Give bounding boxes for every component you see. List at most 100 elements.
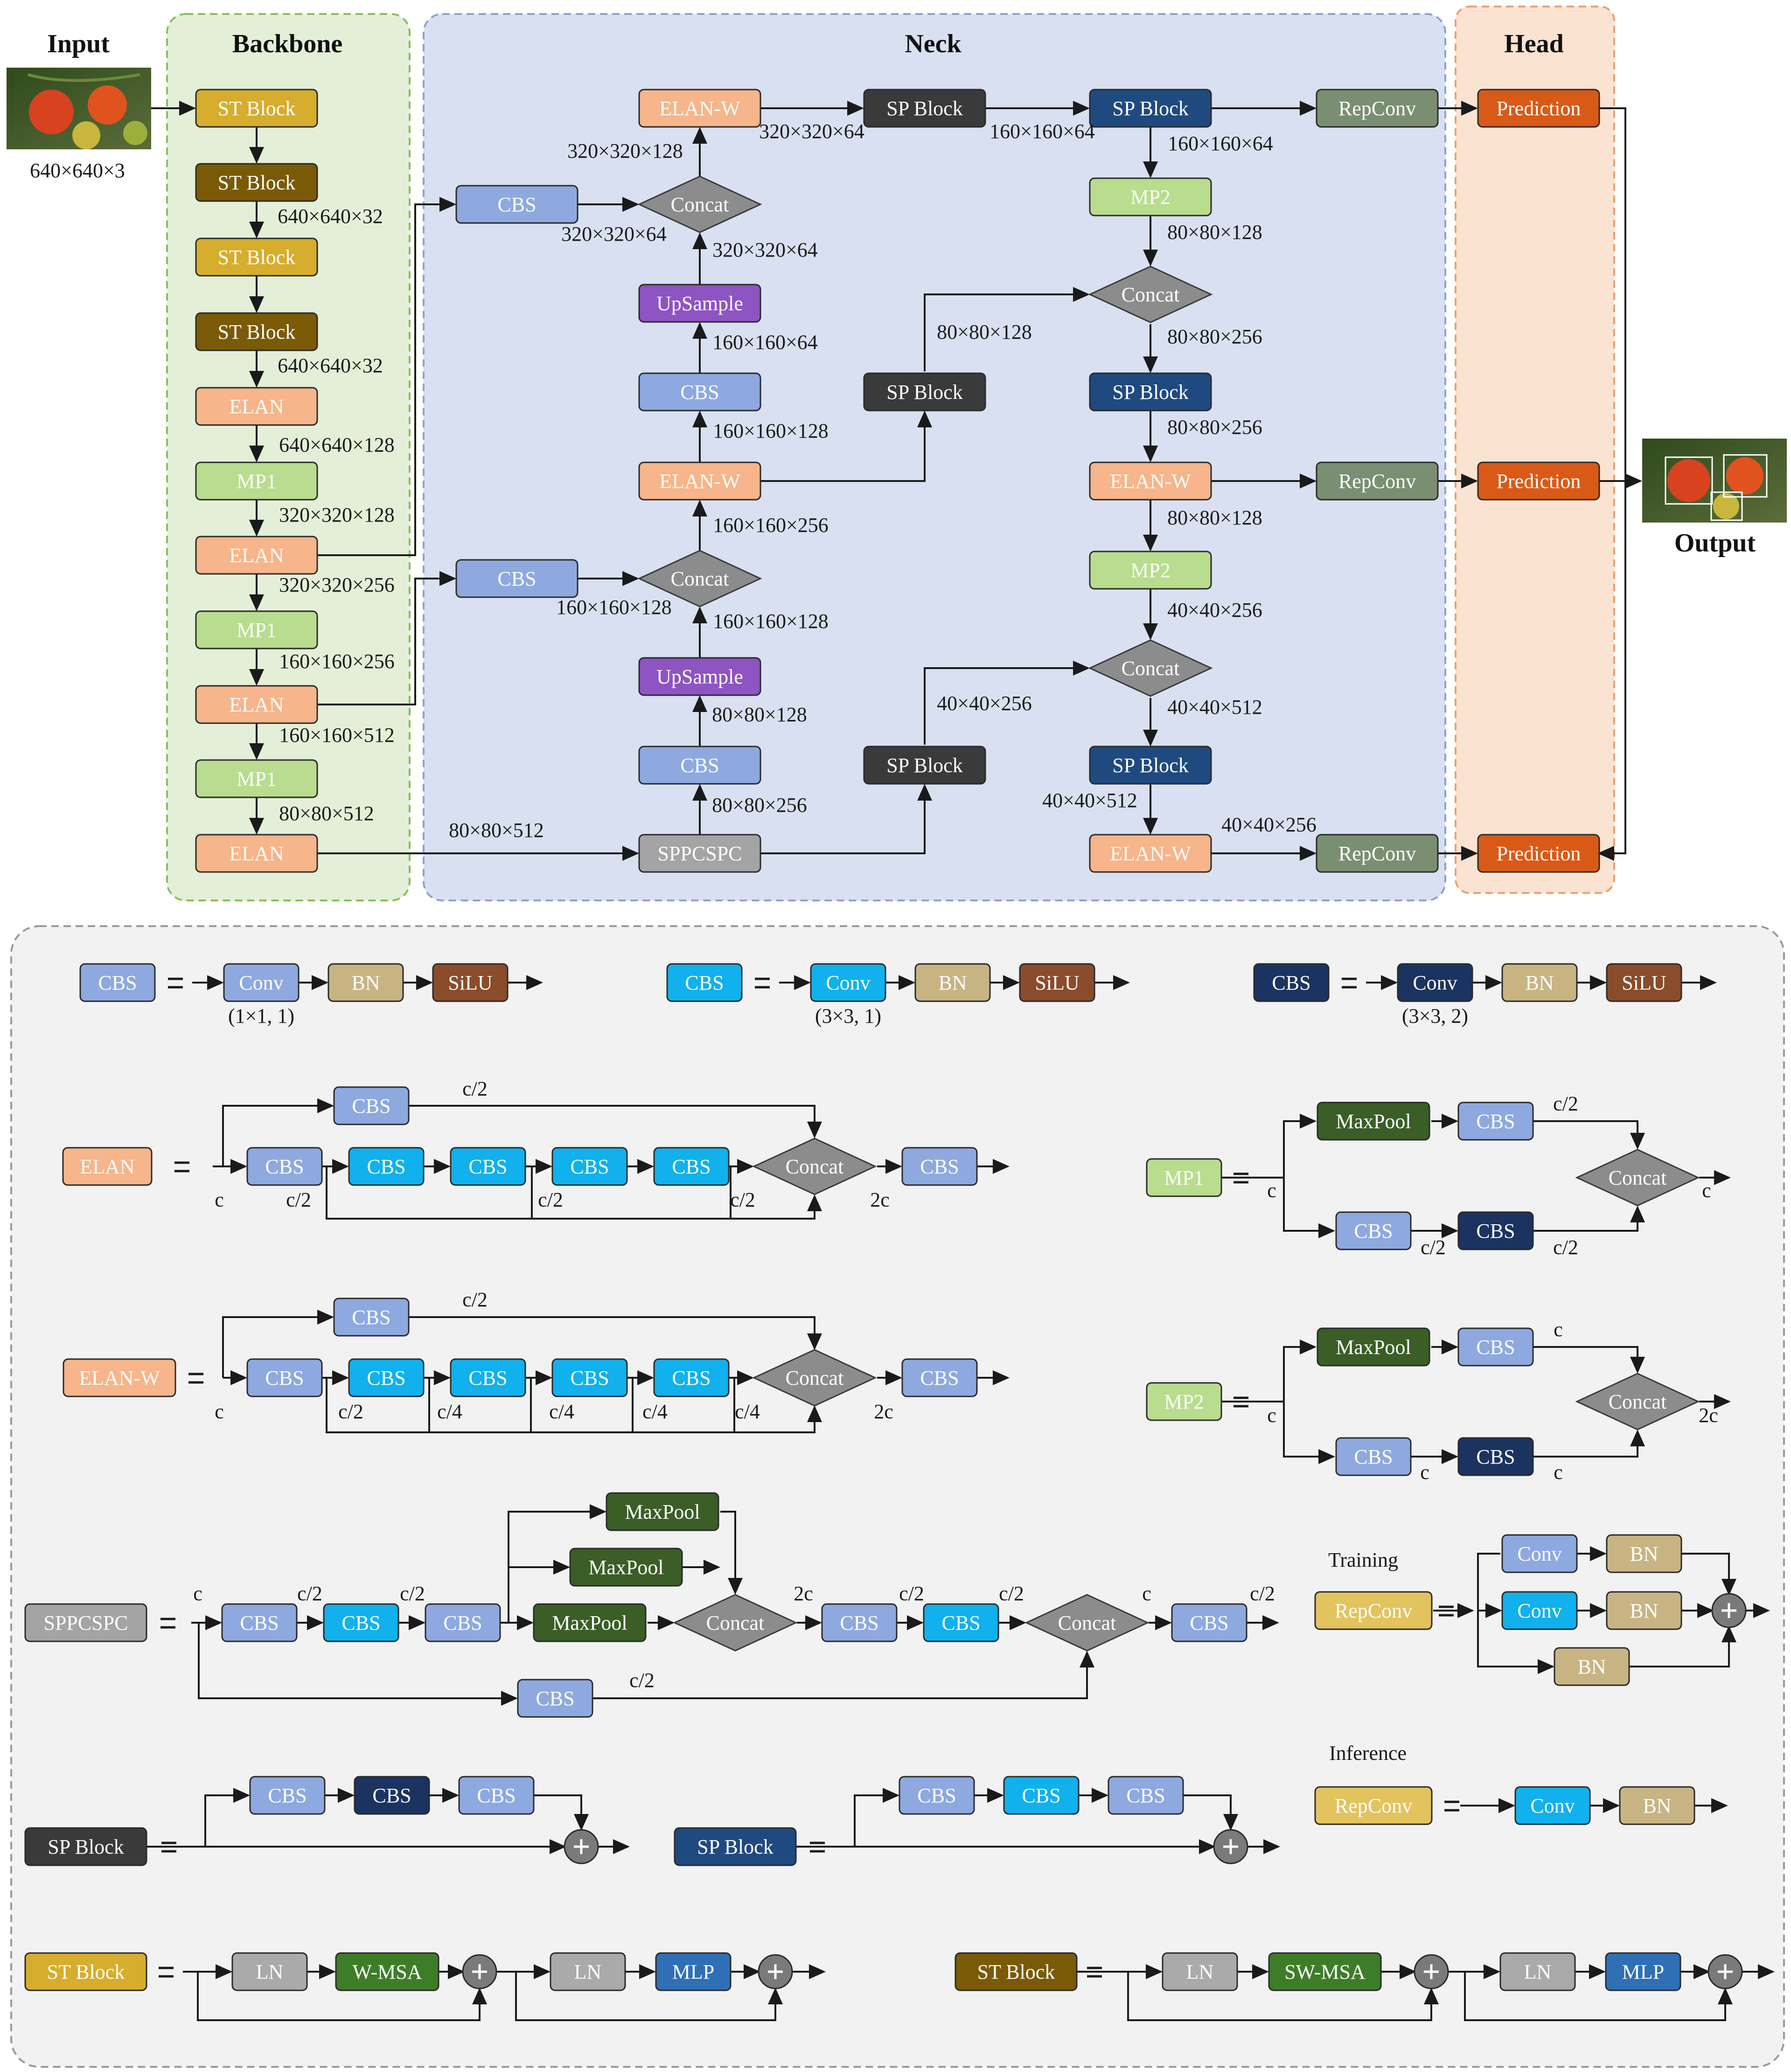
legend-block-label-spa-1: CBS: [268, 1784, 307, 1807]
main-concat-label-c4: Concat: [1122, 657, 1180, 680]
edge-arrow: [534, 1794, 589, 1831]
main-block-label-bb2: ST Block: [218, 171, 296, 194]
main-block-hd-pred2: [1477, 461, 1600, 501]
legend-label-t-cbs-a: (1×1, 1): [228, 1005, 294, 1027]
main-label-l23: 80×80×128: [1167, 221, 1262, 244]
legend-block-mp1-cbs-b1: [1335, 1211, 1412, 1250]
legend-block-label-ew-out: CBS: [920, 1367, 959, 1389]
edge-arrow: [1533, 1430, 1645, 1458]
main-block-label-nk-elanw2: ELAN-W: [659, 470, 740, 493]
main-block-nk-elanw2: [638, 461, 761, 501]
legend-block-label-spp-5: CBS: [941, 1612, 980, 1634]
main-block-nk-cbs3: [638, 372, 761, 412]
legend-label-s-c2d: c/2: [999, 1582, 1024, 1605]
legend-block-label-lg-mp2: MP2: [1164, 1390, 1204, 1413]
edge-arrow: [198, 1623, 518, 1706]
legend-block-lg-mp1: [1146, 1158, 1222, 1197]
legend-block-label-rp-bn3: BN: [1577, 1655, 1606, 1678]
legend-block-ew-top: [333, 1298, 410, 1337]
legend-block-label-lg-elanw: ELAN-W: [79, 1367, 160, 1389]
legend-block-sta-mlp: [655, 1952, 732, 1991]
plus-icon: [1721, 1603, 1736, 1618]
main-block-label-nk-sp1: SP Block: [886, 97, 962, 120]
main-label-l3: 640×640×128: [279, 433, 395, 456]
main-label-l18: 160×160×128: [713, 610, 829, 633]
legend-block-label-lg-st-b: ST Block: [977, 1960, 1055, 1983]
main-block-nk-rep1: [1316, 89, 1439, 128]
main-block-label-nk-sp4: SP Block: [1112, 97, 1188, 120]
legend-label-t-cbs-b: (3×3, 1): [815, 1005, 881, 1027]
main-block-label-bb9: ELAN: [229, 693, 284, 716]
main-label-l15: 160×160×128: [713, 419, 829, 442]
legend-label-w-c4c: c/4: [642, 1400, 668, 1423]
equals-sign: [1233, 1396, 1248, 1408]
main-block-label-nk-sp2: SP Block: [886, 381, 962, 404]
legend-block-label-el-2: CBS: [367, 1155, 405, 1178]
legend-block-sta-msa: [335, 1952, 439, 1991]
edge-arrow: [1477, 1611, 1554, 1674]
legend-label-m2-cb2: c: [1554, 1461, 1563, 1484]
legend-label-e-c2c: c/2: [730, 1188, 755, 1211]
legend-block-label-spp-3: CBS: [443, 1612, 482, 1634]
legend-block-spp-5: [923, 1603, 999, 1642]
plus-icon: [574, 1839, 589, 1854]
legend-label-w-c: c: [215, 1400, 224, 1423]
edge-arrow: [1629, 1626, 1736, 1667]
main-block-nk-mp2b: [1089, 551, 1212, 590]
legend-concat-label-lc-elan: Concat: [786, 1155, 844, 1178]
legend-block-lg-silu-a: [432, 963, 509, 1002]
legend-concat-label-lc-elanw: Concat: [786, 1367, 844, 1389]
legend-block-label-spb-3: CBS: [1126, 1784, 1165, 1807]
edge-arrow: [1533, 1120, 1645, 1150]
legend-block-label-spp-mx2: MaxPool: [588, 1556, 663, 1579]
legend-block-ew-5: [653, 1358, 730, 1397]
edge-arrow: [409, 1105, 822, 1138]
legend-block-stb-mlp: [1605, 1952, 1681, 1991]
legend-block-label-rp-bn2: BN: [1630, 1599, 1658, 1622]
main-block-nk-rep2: [1316, 461, 1439, 501]
legend-block-label-lg-spp: SPPCSPC: [43, 1612, 128, 1634]
legend-concat-lc-elan: [752, 1137, 877, 1195]
legend-block-label-ew-1: CBS: [265, 1367, 304, 1389]
edge-arrow: [317, 571, 456, 705]
legend-block-rp-conv1: [1501, 1534, 1578, 1573]
main-block-nk-sp3: [863, 746, 986, 785]
output-header: Output: [1674, 529, 1756, 558]
legend-block-el-1: [246, 1147, 323, 1186]
main-block-nk-cbs2: [455, 559, 578, 598]
main-concat-c4: [1088, 639, 1213, 697]
main-block-label-hd-pred3: Prediction: [1497, 842, 1581, 865]
main-block-label-bb6: MP1: [237, 470, 277, 493]
legend-block-sta-ln2: [550, 1952, 626, 1991]
legend-block-label-mp1-cbs-b2: CBS: [1476, 1220, 1515, 1242]
main-label-l29: 40×40×256: [937, 692, 1032, 715]
backbone-region: [166, 13, 411, 901]
legend-label-w-c4b: c/4: [549, 1400, 574, 1423]
legend-block-ew-3: [450, 1358, 526, 1397]
main-block-label-nk-ups1: UpSample: [656, 292, 743, 315]
legend-label-w-c2top: c/2: [462, 1288, 488, 1311]
legend-block-spa-2: [354, 1776, 430, 1815]
legend-block-label-ew-5: CBS: [672, 1367, 711, 1389]
main-block-bb10: [195, 759, 318, 798]
edge-arrow: [1283, 1402, 1335, 1464]
edge-arrow: [197, 1972, 487, 2021]
legend-block-label-lg-sp-b: SP Block: [697, 1835, 773, 1858]
legend-label-t-cbs-c: (3×3, 2): [1402, 1005, 1468, 1027]
legend-block-label-rp-conv2: Conv: [1517, 1599, 1561, 1622]
main-block-label-nk-cbs1: CBS: [497, 193, 536, 216]
legend-block-rp-bn1: [1606, 1534, 1682, 1573]
legend-concat-label-lc-mp1: Concat: [1609, 1166, 1667, 1189]
legend-block-lg-sp-a: [24, 1827, 147, 1866]
legend-block-spb-3: [1108, 1776, 1184, 1815]
main-label-l5: 320×320×256: [279, 573, 395, 596]
main-block-nk-mp2a: [1089, 177, 1212, 216]
legend-block-el-2: [348, 1147, 425, 1186]
legend-label-t-training: Training: [1328, 1549, 1398, 1571]
legend-block-label-lg-bn-b: BN: [938, 971, 967, 994]
main-block-bb3: [195, 237, 318, 277]
head-region: [1455, 6, 1615, 894]
legend-label-w-c4a: c/4: [437, 1400, 462, 1423]
legend-block-label-lg-sp-a: SP Block: [48, 1835, 124, 1858]
legend-block-label-ri-bn: BN: [1643, 1794, 1671, 1817]
